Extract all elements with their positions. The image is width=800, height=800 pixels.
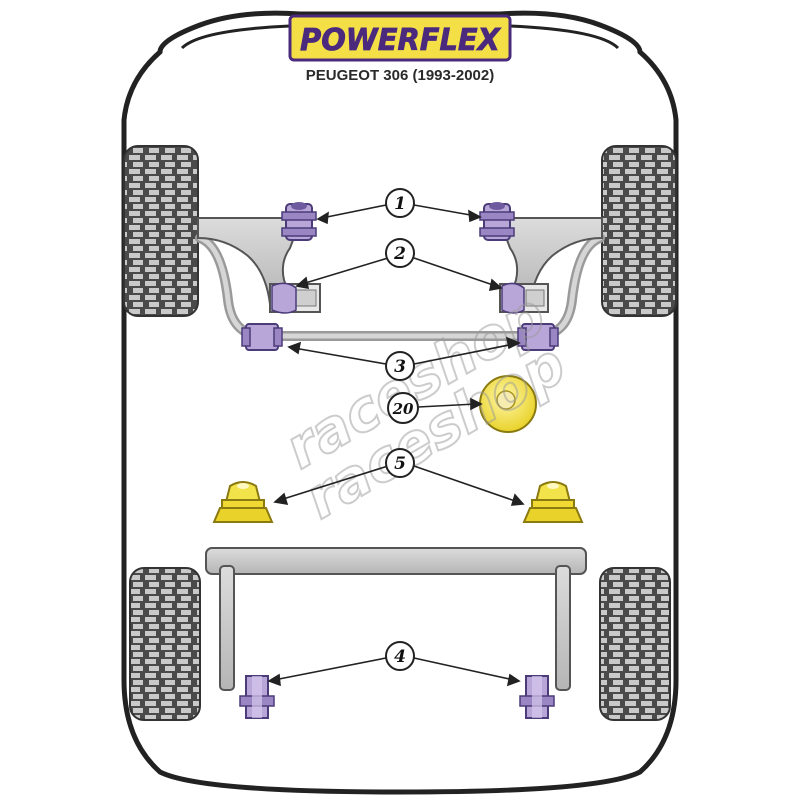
- bush-1-right: [479, 202, 515, 241]
- callout-2: 2: [385, 238, 415, 268]
- vehicle-subtitle: PEUGEOT 306 (1993-2002): [306, 67, 494, 84]
- svg-text:20: 20: [392, 400, 414, 418]
- leader-lines: [267, 204, 525, 687]
- bush-5-right: [522, 481, 584, 523]
- bush-1-left: [281, 202, 317, 241]
- front-left-tyre: [123, 145, 199, 317]
- svg-text:2: 2: [393, 244, 406, 264]
- svg-text:4: 4: [394, 647, 406, 667]
- callout-3: 3: [385, 351, 415, 381]
- callout-5: 5: [385, 448, 415, 478]
- front-bumper-inner: [180, 24, 620, 50]
- rear-left-tyre: [129, 567, 201, 721]
- bush-2-left: [269, 282, 321, 314]
- bush-20-mount: [479, 375, 537, 433]
- bush-5-left: [212, 481, 274, 523]
- svg-text:3: 3: [394, 357, 406, 377]
- bush-4-left: [239, 675, 275, 719]
- bush-2-right: [499, 282, 549, 314]
- callout-4: 4: [385, 641, 415, 671]
- bush-3-left: [241, 323, 283, 351]
- svg-text:1: 1: [394, 194, 406, 214]
- front-right-tyre: [601, 145, 677, 317]
- callout-20: 20: [387, 392, 419, 424]
- logo-text: POWERFLEX: [300, 23, 502, 58]
- rear-axle-beam: [205, 547, 587, 691]
- bush-4-right: [519, 675, 555, 719]
- svg-text:5: 5: [394, 454, 406, 474]
- powerflex-logo: POWERFLEX: [288, 14, 512, 62]
- bush-3-right: [517, 323, 559, 351]
- callout-1: 1: [385, 188, 415, 218]
- rear-right-tyre: [599, 567, 671, 721]
